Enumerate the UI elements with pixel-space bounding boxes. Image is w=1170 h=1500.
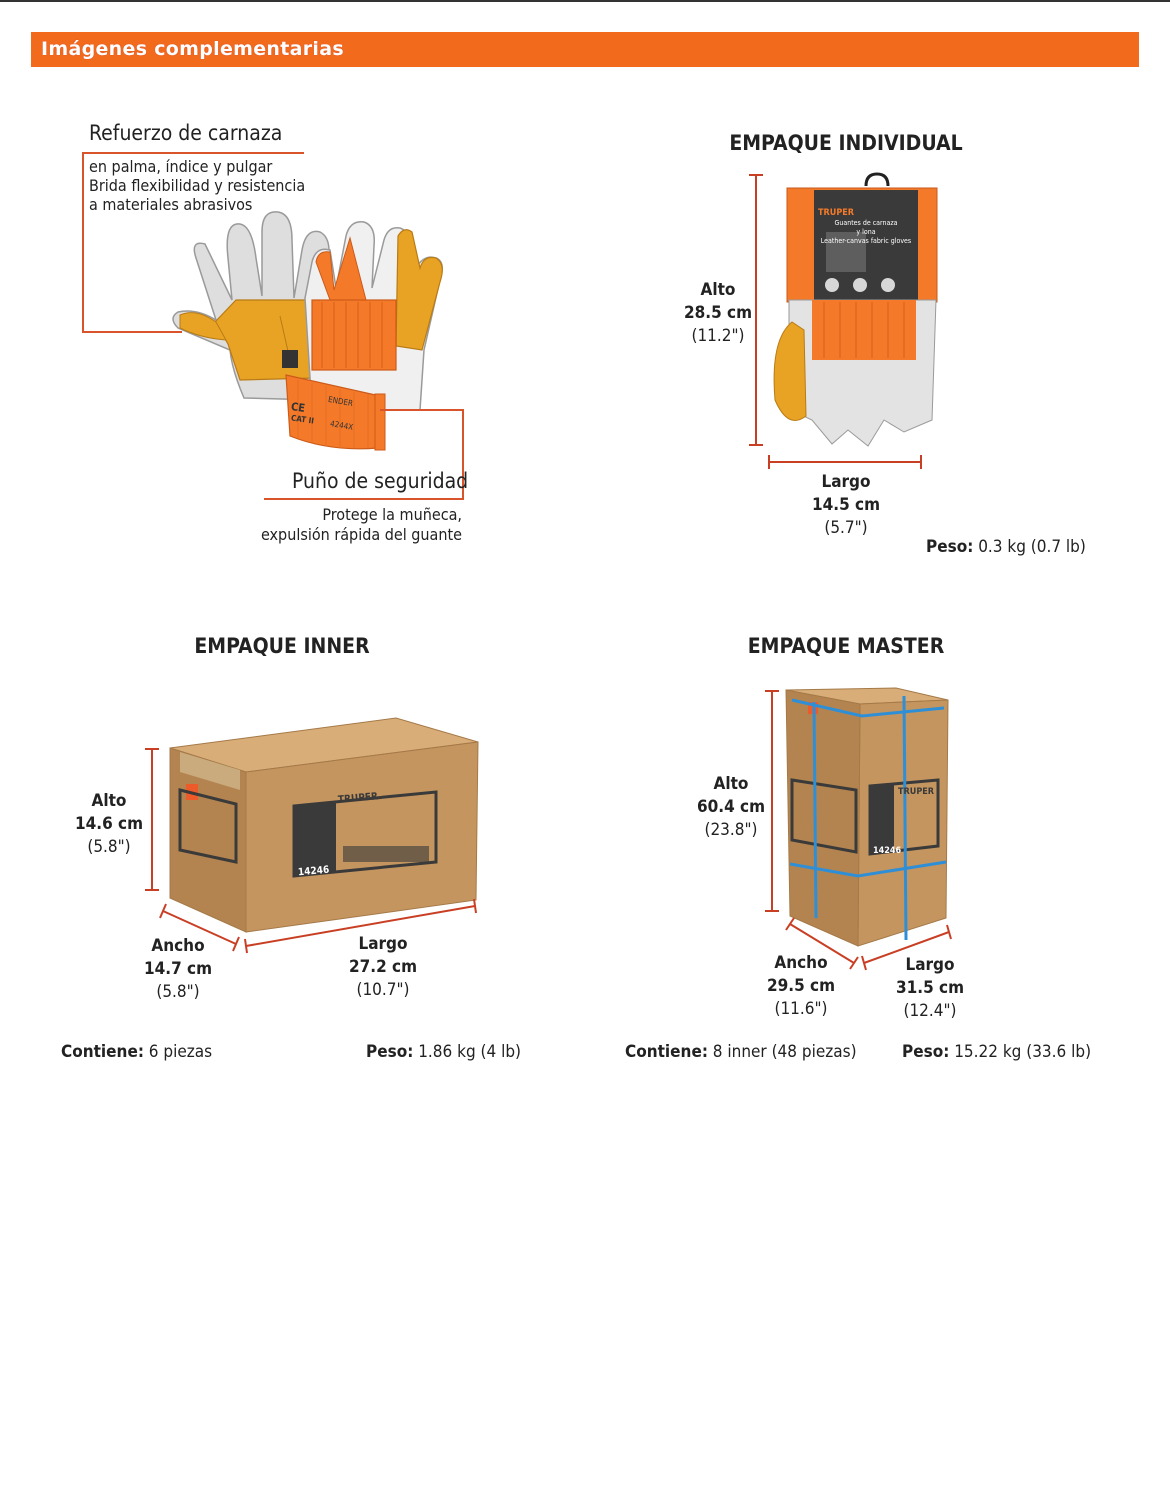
individual-length-cap-right	[920, 455, 922, 469]
individual-largo-in: (5.7")	[824, 518, 868, 538]
cuff-callout-top	[380, 409, 464, 411]
reinforcement-line-1: en palma, índice y pulgar	[89, 157, 273, 176]
master-straps	[789, 695, 947, 941]
individual-label-brand: TRUPER	[818, 208, 855, 218]
inner-weight: Peso: 1.86 kg (4 lb)	[366, 1042, 521, 1062]
master-ancho-label: Ancho	[774, 953, 828, 973]
individual-largo-label: Largo	[821, 472, 871, 492]
master-ancho: Ancho 29.5 cm (11.6")	[751, 952, 851, 1021]
master-contents: Contiene: 8 inner (48 piezas)	[625, 1042, 857, 1062]
inner-ancho-in: (5.8")	[156, 982, 200, 1002]
individual-label-text: Guantes de carnaza y lona Leather-canvas…	[814, 219, 918, 246]
inner-alto-cm: 14.6 cm	[74, 814, 144, 834]
master-box-code: 14246	[873, 846, 902, 856]
inner-ancho: Ancho 14.7 cm (5.8")	[128, 935, 228, 1004]
individual-largo: Largo 14.5 cm (5.7")	[796, 471, 896, 540]
individual-height-cap-top	[749, 174, 763, 176]
inner-weight-label: Peso:	[366, 1042, 414, 1062]
inner-contents-label: Contiene:	[61, 1042, 144, 1062]
master-weight-label: Peso:	[902, 1042, 950, 1062]
master-height-line	[771, 690, 773, 912]
inner-contents: Contiene: 6 piezas	[61, 1042, 212, 1062]
reinforcement-line-2: Brida flexibilidad y resistencia	[89, 176, 306, 195]
individual-weight-label: Peso:	[926, 537, 974, 557]
inner-alto-in: (5.8")	[87, 837, 131, 857]
master-height-cap-top	[765, 690, 779, 692]
master-weight: Peso: 15.22 kg (33.6 lb)	[902, 1042, 1091, 1062]
individual-height-line	[755, 174, 757, 446]
inner-height-line	[151, 748, 153, 891]
individual-weight-value: 0.3 kg (0.7 lb)	[978, 537, 1086, 557]
master-largo-label: Largo	[905, 955, 955, 975]
individual-title: EMPAQUE INDIVIDUAL	[729, 131, 963, 155]
inner-alto: Alto 14.6 cm (5.8")	[59, 790, 159, 859]
cuff-callout-bottom	[264, 498, 464, 500]
individual-length-cap-left	[768, 455, 770, 469]
inner-largo-in: (10.7")	[356, 980, 410, 1000]
individual-alto-label: Alto	[700, 280, 736, 300]
master-title: EMPAQUE MASTER	[747, 634, 945, 658]
master-largo-cm: 31.5 cm	[895, 978, 965, 998]
callout-line-pointer	[82, 331, 182, 333]
callout-line-left	[82, 152, 84, 333]
inner-title: EMPAQUE INNER	[194, 634, 370, 658]
cuff-line-2: expulsión rápida del guante	[260, 525, 462, 544]
cuff-desc: Protege la muñeca, expulsión rápida del …	[252, 505, 462, 545]
individual-label-line-1: Guantes de carnaza	[834, 219, 898, 227]
individual-length-line	[768, 461, 922, 463]
master-weight-value: 15.22 kg (33.6 lb)	[954, 1042, 1092, 1062]
callout-line-top	[82, 152, 304, 154]
individual-alto-cm: 28.5 cm	[683, 303, 753, 323]
master-alto-label: Alto	[713, 774, 749, 794]
inner-contents-value: 6 piezas	[148, 1042, 213, 1062]
master-alto-cm: 60.4 cm	[696, 797, 766, 817]
cuff-title: Puño de seguridad	[292, 469, 469, 493]
section-banner: Imágenes complementarias	[31, 32, 1139, 67]
inner-height-cap-top	[145, 748, 159, 750]
cuff-line-1: Protege la muñeca,	[322, 505, 462, 524]
inner-height-cap-bottom	[145, 889, 159, 891]
master-contents-label: Contiene:	[625, 1042, 708, 1062]
inner-ancho-label: Ancho	[151, 936, 205, 956]
master-alto: Alto 60.4 cm (23.8")	[681, 773, 781, 842]
reinforcement-line-3: a materiales abrasivos	[89, 195, 253, 214]
individual-height-cap-bottom	[749, 444, 763, 446]
individual-largo-cm: 14.5 cm	[811, 495, 881, 515]
individual-weight: Peso: 0.3 kg (0.7 lb)	[926, 537, 1086, 557]
inner-largo-cm: 27.2 cm	[348, 957, 418, 977]
master-alto-in: (23.8")	[704, 820, 758, 840]
section-title: Imágenes complementarias	[41, 38, 344, 60]
cuff-callout-right	[462, 409, 464, 500]
back-glove	[172, 211, 330, 401]
reinforcement-title: Refuerzo de carnaza	[89, 121, 283, 145]
inner-ancho-cm: 14.7 cm	[143, 959, 213, 979]
inner-largo: Largo 27.2 cm (10.7")	[333, 933, 433, 1002]
individual-alto: Alto 28.5 cm (11.2")	[668, 279, 768, 348]
reinforcement-desc: en palma, índice y pulgar Brida flexibil…	[89, 157, 305, 214]
master-largo-in: (12.4")	[903, 1001, 957, 1021]
master-largo: Largo 31.5 cm (12.4")	[880, 954, 980, 1023]
master-ancho-cm: 29.5 cm	[766, 976, 836, 996]
individual-alto-in: (11.2")	[691, 326, 745, 346]
front-glove	[285, 221, 443, 451]
inner-largo-label: Largo	[358, 934, 408, 954]
glove-tag	[282, 350, 298, 368]
master-height-cap-bottom	[765, 910, 779, 912]
individual-label-line-2: y lona	[856, 228, 876, 236]
master-box-brand: TRUPER	[898, 787, 935, 797]
top-rule	[0, 0, 1170, 2]
inner-alto-label: Alto	[91, 791, 127, 811]
inner-weight-value: 1.86 kg (4 lb)	[418, 1042, 521, 1062]
master-contents-value: 8 inner (48 piezas)	[712, 1042, 857, 1062]
master-ancho-in: (11.6")	[774, 999, 828, 1019]
individual-label-line-3: Leather-canvas fabric gloves	[820, 237, 912, 245]
